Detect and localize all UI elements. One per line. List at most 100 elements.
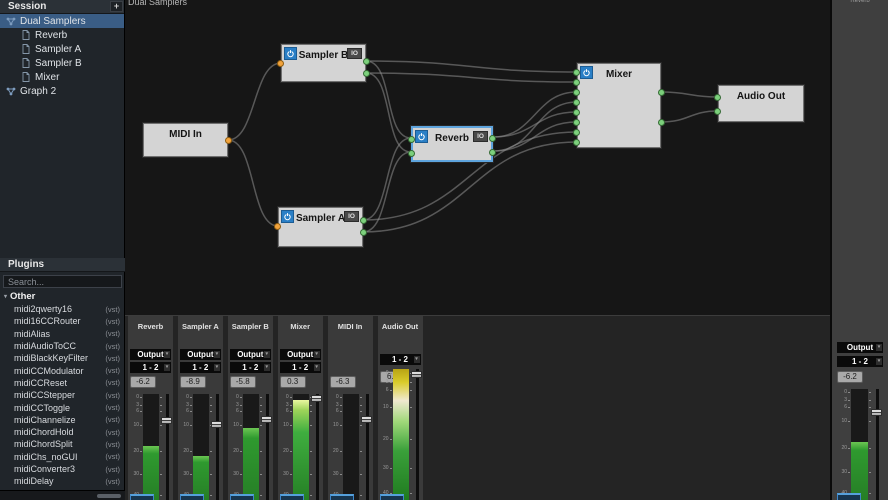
plugin-item-midichordsplit[interactable]: midiChordSplit(vst) xyxy=(0,438,125,450)
fader-handle[interactable] xyxy=(161,417,172,424)
io-button[interactable]: IO xyxy=(473,131,488,142)
output-port-2[interactable] xyxy=(360,229,367,236)
input-port-5[interactable] xyxy=(573,109,580,116)
session-item-dual-samplers[interactable]: Dual Samplers xyxy=(0,14,124,28)
plugin-item-midichordhold[interactable]: midiChordHold(vst) xyxy=(0,426,125,438)
fader-track[interactable] xyxy=(265,394,269,500)
fader-handle[interactable] xyxy=(360,416,372,423)
input-port-7[interactable] xyxy=(573,129,580,136)
input-port-2[interactable] xyxy=(573,79,580,86)
plugin-item-midiaudiotocc[interactable]: midiAudioToCC(vst) xyxy=(0,340,125,352)
session-item-sampler-b[interactable]: Sampler B xyxy=(0,56,124,70)
output-bus-select[interactable]: Output▾ xyxy=(837,342,883,353)
scrollbar-thumb[interactable] xyxy=(97,494,121,498)
channel-select[interactable]: 1 - 2▾ xyxy=(279,362,321,373)
plugin-item-midi2qwerty16[interactable]: midi2qwerty16(vst) xyxy=(0,303,125,315)
channel-select[interactable]: 1 - 2▾ xyxy=(837,356,883,367)
plugin-item-midicctoggle[interactable]: midiCCToggle(vst) xyxy=(0,401,125,413)
plugin-item-midiccmodulator[interactable]: midiCCModulator(vst) xyxy=(0,364,125,376)
gain-value[interactable]: -6.3 xyxy=(329,376,356,388)
session-add-button[interactable]: + xyxy=(110,1,123,12)
io-button[interactable]: IO xyxy=(344,211,359,222)
power-button[interactable] xyxy=(580,66,593,79)
output-port-1[interactable] xyxy=(489,135,496,142)
input-port-1[interactable] xyxy=(274,223,281,230)
gain-value[interactable]: -6.2 xyxy=(130,376,156,388)
plugin-item-midiccreset[interactable]: midiCCReset(vst) xyxy=(0,377,125,389)
session-item-mixer[interactable]: Mixer xyxy=(0,70,124,84)
input-port-8[interactable] xyxy=(573,139,580,146)
plugin-item-midichannelize[interactable]: midiChannelize(vst) xyxy=(0,414,125,426)
output-port-1[interactable] xyxy=(360,217,367,224)
io-button[interactable]: IO xyxy=(347,48,362,59)
session-item-reverb[interactable]: Reverb xyxy=(0,28,124,42)
fader-track[interactable] xyxy=(876,389,879,500)
fader-track[interactable] xyxy=(215,394,219,500)
gain-value[interactable]: 0.3 xyxy=(279,376,306,388)
plugin-item-midi16ccrouter[interactable]: midi16CCRouter(vst) xyxy=(0,315,125,327)
strip-bottom-control[interactable] xyxy=(837,493,861,500)
fader-handle[interactable] xyxy=(310,395,322,402)
output-bus-select[interactable]: Output▾ xyxy=(130,349,171,360)
plugin-item-midialias[interactable]: midiAlias(vst) xyxy=(0,328,125,340)
channel-select[interactable]: 1 - 2▾ xyxy=(229,362,271,373)
strip-bottom-control[interactable] xyxy=(179,494,204,500)
gain-value[interactable]: -5.8 xyxy=(229,376,256,388)
output-port-2[interactable] xyxy=(363,70,370,77)
input-port-1[interactable] xyxy=(573,69,580,76)
session-item-graph-2[interactable]: Graph 2 xyxy=(0,84,124,98)
fader-track[interactable] xyxy=(415,369,419,500)
fader-track[interactable] xyxy=(365,394,369,500)
input-port-6[interactable] xyxy=(573,119,580,126)
power-button[interactable] xyxy=(284,47,297,60)
strip-bottom-control[interactable] xyxy=(279,494,304,500)
fader-handle[interactable] xyxy=(410,371,422,378)
node-midi-in[interactable]: MIDI In xyxy=(143,123,232,157)
plugin-item-mididelay[interactable]: midiDelay(vst) xyxy=(0,475,125,487)
input-port-4[interactable] xyxy=(573,99,580,106)
output-bus-select[interactable]: Output▾ xyxy=(229,349,271,360)
output-bus-select[interactable]: Output▾ xyxy=(179,349,221,360)
output-port-2[interactable] xyxy=(489,149,496,156)
plugin-item-midiconverter3[interactable]: midiConverter3(vst) xyxy=(0,463,125,475)
plugin-search-input[interactable] xyxy=(3,275,122,288)
strip-bottom-control[interactable] xyxy=(329,494,354,500)
strip-bottom-control[interactable] xyxy=(379,494,404,500)
fader-handle[interactable] xyxy=(210,421,222,428)
node-mixer[interactable]: Mixer xyxy=(573,63,665,148)
gain-value[interactable]: -8.9 xyxy=(179,376,206,388)
input-port-1[interactable] xyxy=(277,60,284,67)
session-item-sampler-a[interactable]: Sampler A xyxy=(0,42,124,56)
output-port-1[interactable] xyxy=(225,137,232,144)
fader-handle[interactable] xyxy=(260,416,272,423)
plugin-item-midiblackkeyfilter[interactable]: midiBlackKeyFilter(vst) xyxy=(0,352,125,364)
fader-handle[interactable] xyxy=(871,409,882,416)
output-port-2[interactable] xyxy=(658,119,665,126)
input-port-3[interactable] xyxy=(573,89,580,96)
output-port-1[interactable] xyxy=(658,89,665,96)
channel-select[interactable]: 1 - 2▾ xyxy=(130,362,171,373)
plugin-group-row[interactable]: ▾ Other xyxy=(0,290,125,303)
plugin-item-midiccstepper[interactable]: midiCCStepper(vst) xyxy=(0,389,125,401)
strip-bottom-control[interactable] xyxy=(229,494,254,500)
input-port-2[interactable] xyxy=(714,108,721,115)
output-bus-select[interactable]: Output▾ xyxy=(279,349,321,360)
fader-track[interactable] xyxy=(315,394,319,500)
input-port-1[interactable] xyxy=(408,136,415,143)
input-port-1[interactable] xyxy=(714,94,721,101)
power-button[interactable] xyxy=(281,210,294,223)
output-port-1[interactable] xyxy=(363,58,370,65)
strip-bottom-control[interactable] xyxy=(130,494,154,500)
plugin-item-midichs-nogui[interactable]: midiChs_noGUI(vst) xyxy=(0,451,125,463)
input-port-2[interactable] xyxy=(408,150,415,157)
node-audio-out[interactable]: Audio Out xyxy=(714,85,804,122)
channel-select[interactable]: 1 - 2▾ xyxy=(379,354,421,365)
sidebar-horizontal-scrollbar[interactable] xyxy=(0,490,125,500)
power-button[interactable] xyxy=(415,130,428,143)
gain-value[interactable]: -6.2 xyxy=(837,371,863,383)
channel-select[interactable]: 1 - 2▾ xyxy=(179,362,221,373)
